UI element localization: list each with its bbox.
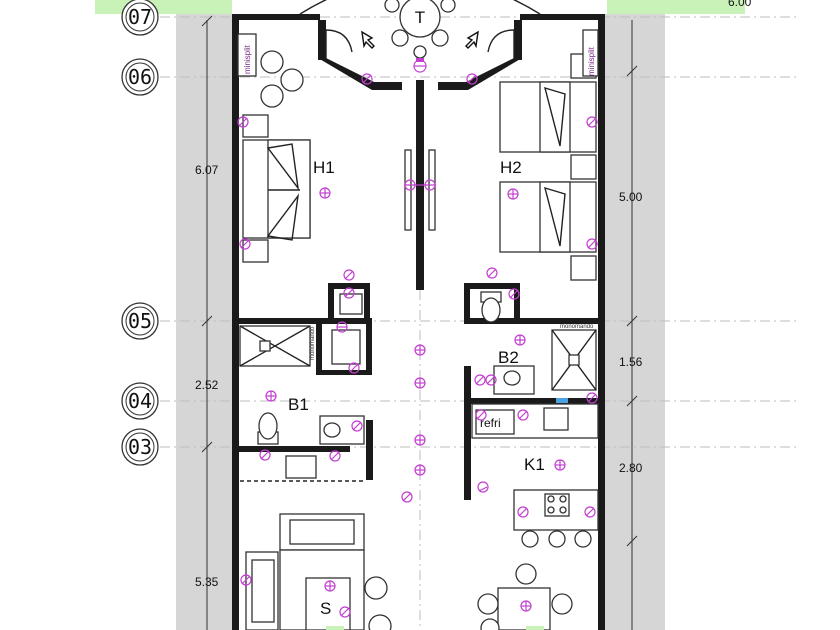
axis-label-04: 04: [128, 389, 152, 413]
left-dimension-chain: 6.07 2.52 5.35: [195, 15, 219, 630]
dining-table: [477, 563, 573, 630]
axis-label-05: 05: [128, 309, 152, 333]
terrace-doors[interactable]: [325, 29, 515, 60]
l1-closet-rack: [331, 329, 361, 365]
room-label-h2: H2: [500, 158, 522, 177]
minisplit-right: minisplit: [582, 29, 599, 77]
b2-wall-bottom: [464, 398, 605, 404]
l1-wall-bottom: [316, 370, 372, 375]
right-setback-band: [605, 10, 665, 630]
kitchen-stools: [521, 530, 592, 548]
corridor-wall-l2-right: [364, 283, 370, 321]
corridor-wall-l2-top: [328, 283, 368, 289]
b1-toilet: [257, 412, 279, 445]
corridor-wall-b2-top: [464, 283, 520, 289]
bottom-green-mark: [326, 626, 344, 630]
minisplit-left: minisplit: [237, 33, 257, 77]
corridor-wall-b2-left: [464, 283, 470, 323]
wall-05-left: [232, 318, 372, 324]
b1-wall-bottom: [232, 446, 350, 452]
room-label-s: S: [320, 599, 331, 618]
terrace-table: T: [384, 0, 456, 59]
monomando-right-label: monomando: [560, 324, 594, 330]
terrace-light: [413, 58, 427, 73]
terrace-corner-mark: 6.00: [728, 0, 752, 9]
wall-05-right: [464, 318, 605, 324]
grid-bubble-03: 03: [121, 428, 159, 466]
room-label-b2: B2: [498, 348, 519, 367]
grid-bubble-07: 07: [121, 0, 159, 36]
h1-chairs: [260, 50, 304, 108]
dim-right-1: 5.00: [619, 190, 643, 204]
right-dimension-chain: 5.00 1.56 2.80: [619, 20, 643, 630]
corridor-wall-b2-right: [514, 283, 520, 323]
living-table: [279, 549, 365, 630]
h2-nightstand-mid: [570, 154, 597, 180]
axis-label-06: 06: [128, 65, 152, 89]
l1-wall-right: [366, 324, 372, 374]
b1-sink: [319, 415, 365, 445]
grid-bubble-04: 04: [121, 382, 159, 420]
left-setback-band: [176, 10, 236, 630]
living-sofa-top: [279, 513, 365, 551]
room-label-b1: B1: [288, 395, 309, 414]
b1-shower: [239, 325, 311, 367]
l1-wall-left: [316, 324, 322, 374]
minisplit-left-label: minisplit: [243, 44, 252, 74]
h1-bed: [242, 139, 311, 241]
dim-left-3: 5.35: [195, 575, 219, 589]
room-label-t: T: [415, 8, 425, 27]
dim-right-3: 2.80: [619, 461, 643, 475]
corridor-wall-h1-l2: [328, 283, 334, 321]
axis-label-03: 03: [128, 435, 152, 459]
exterior-wall-top-left: [232, 14, 320, 20]
b2-shower: [551, 329, 597, 391]
bottom-green-mark-2: [526, 626, 544, 630]
sliding-door-symbol: [404, 149, 436, 231]
b1-vanity: [240, 455, 364, 482]
living-chairs: [364, 576, 392, 630]
b2-toilet: [480, 291, 502, 323]
living-sofa-left: [245, 551, 279, 630]
dim-left-2: 2.52: [195, 378, 219, 392]
grid-bubble-06: 06: [121, 58, 159, 96]
b1-wall-right: [366, 420, 373, 480]
electrical-symbols: [237, 73, 598, 618]
b2-sink: [493, 365, 535, 395]
h1-nightstand-bottom: [242, 239, 269, 263]
room-label-h1: H1: [313, 158, 335, 177]
h2-bed-top: [499, 81, 597, 153]
exterior-wall-top-right: [520, 14, 605, 20]
room-label-k1: K1: [524, 455, 545, 474]
h1-nightstand-top: [242, 114, 269, 138]
b2-wall-left: [464, 366, 471, 500]
l2-closet-rack: [339, 293, 363, 315]
dim-right-2: 1.56: [619, 355, 643, 369]
h2-bed-bottom: [499, 181, 597, 253]
kitchen-counter: refri: [471, 398, 599, 439]
h2-nightstand-bottom: [570, 255, 597, 281]
axis-label-07: 07: [128, 5, 152, 29]
terrace-arrows: [361, 30, 479, 49]
refri-label: refri: [480, 416, 501, 430]
monomando-left-label: monomando: [310, 326, 316, 360]
grid-bubble-05: 05: [121, 302, 159, 340]
dim-left-1: 6.07: [195, 163, 219, 177]
minisplit-right-label: minisplit: [587, 46, 596, 76]
